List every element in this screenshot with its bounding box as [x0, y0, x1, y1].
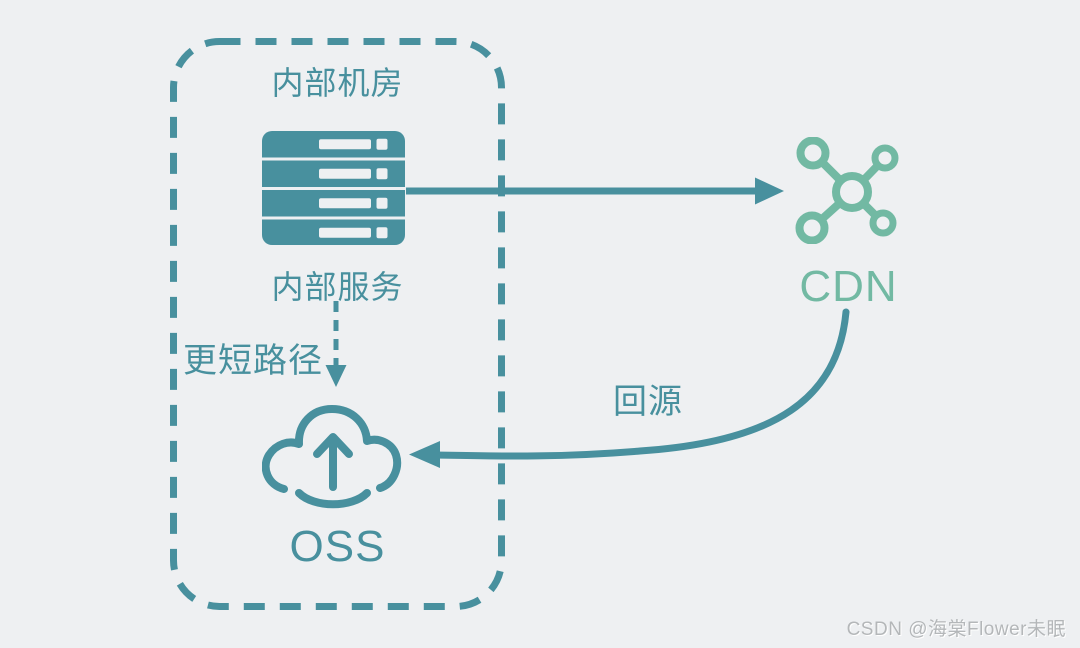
cdn-network-icon — [795, 137, 899, 244]
server-rack-icon — [262, 131, 405, 245]
oss-label: OSS — [289, 522, 386, 571]
server-slot-details — [319, 138, 388, 239]
cdn-to-oss-curve-arrow — [409, 308, 850, 468]
oss-cloud-upload-icon — [262, 405, 402, 509]
arrowhead-right-icon — [755, 177, 784, 205]
arrowhead-left-icon — [409, 441, 440, 468]
shorter-path-label: 更短路径 — [183, 342, 323, 380]
internal-service-label: 内部服务 — [271, 269, 404, 305]
cdn-label: CDN — [799, 262, 898, 311]
arrowhead-down-icon — [325, 365, 347, 387]
server-to-cdn-arrow — [406, 177, 784, 205]
back-to-origin-label: 回源 — [613, 383, 683, 421]
internal-room-boundary — [170, 38, 505, 610]
watermark-text: CSDN @海棠Flower未眠 — [846, 619, 1066, 640]
internal-room-label: 内部机房 — [271, 65, 404, 101]
server-to-oss-dashed-arrow — [325, 301, 347, 387]
